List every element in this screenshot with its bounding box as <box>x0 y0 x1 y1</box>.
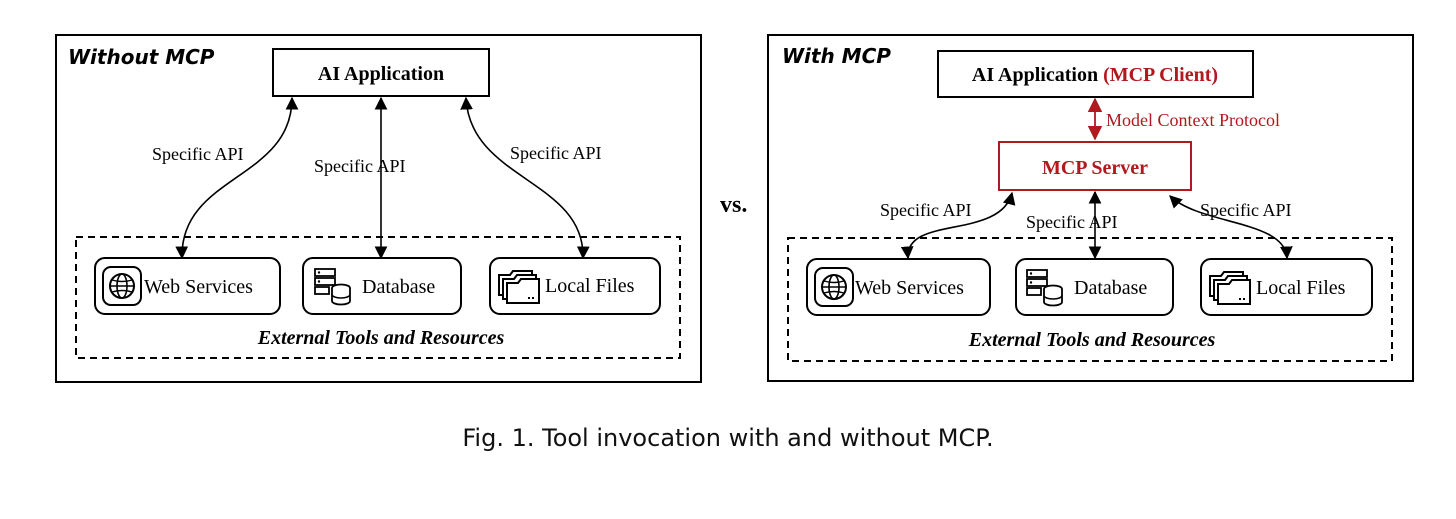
resource-label: Database <box>362 276 435 298</box>
external-tools-frame <box>787 237 1393 362</box>
edge-label-web-services: Specific API <box>880 200 972 220</box>
ai-application-client-box: AI Application (MCP Client) <box>937 50 1254 98</box>
panel-without-mcp: Without MCP AI Application Specific API … <box>55 34 702 383</box>
external-tools-label: External Tools and Resources <box>968 329 1216 351</box>
resource-label: Web Services <box>144 276 253 298</box>
resource-web-services: Web Services <box>94 257 281 315</box>
panel-title: Without MCP <box>68 45 215 69</box>
external-tools-label: External Tools and Resources <box>257 327 505 349</box>
edge-web-services <box>900 191 1016 260</box>
resource-database: Database <box>302 257 462 315</box>
panel-frame <box>55 34 702 383</box>
edge-web-services <box>175 96 299 260</box>
resource-database: Database <box>1015 258 1174 316</box>
resource-local-files: Local Files <box>1200 258 1373 316</box>
edge-label-database: Specific API <box>1026 212 1118 232</box>
edge-label-database: Specific API <box>314 156 406 176</box>
folder-icon <box>1209 271 1251 305</box>
panel-title: With MCP <box>782 44 891 68</box>
resource-label: Database <box>1074 277 1147 299</box>
edge-label-local-files: Specific API <box>1200 200 1292 220</box>
panel-with-mcp: With MCP AI Application (MCP Client) Mod… <box>767 34 1414 382</box>
mcp-client-label: (MCP Client) <box>1103 64 1218 86</box>
panel-frame <box>767 34 1414 382</box>
edge-local-files <box>1169 195 1293 260</box>
resource-local-files: Local Files <box>489 257 661 315</box>
external-tools-frame <box>75 236 681 359</box>
resource-label: Web Services <box>855 277 964 299</box>
edge-label-web-services: Specific API <box>152 144 244 164</box>
ai-application-label: AI Application (MCP Client) <box>972 64 1218 86</box>
vs-label: vs. <box>720 192 747 218</box>
figure-caption: Fig. 1. Tool invocation with and without… <box>462 424 994 452</box>
ai-application-label: AI Application <box>318 63 444 85</box>
mcp-server-label: MCP Server <box>1042 157 1148 179</box>
folder-icon <box>498 270 540 304</box>
mcp-server-box: MCP Server <box>998 141 1192 191</box>
edge-local-files <box>460 96 590 260</box>
resource-label: Local Files <box>1256 277 1346 299</box>
ai-application-box: AI Application <box>272 48 490 97</box>
protocol-label: Model Context Protocol <box>1106 110 1280 130</box>
edge-label-local-files: Specific API <box>510 143 602 163</box>
resource-label: Local Files <box>545 275 635 297</box>
resource-web-services: Web Services <box>806 258 991 316</box>
